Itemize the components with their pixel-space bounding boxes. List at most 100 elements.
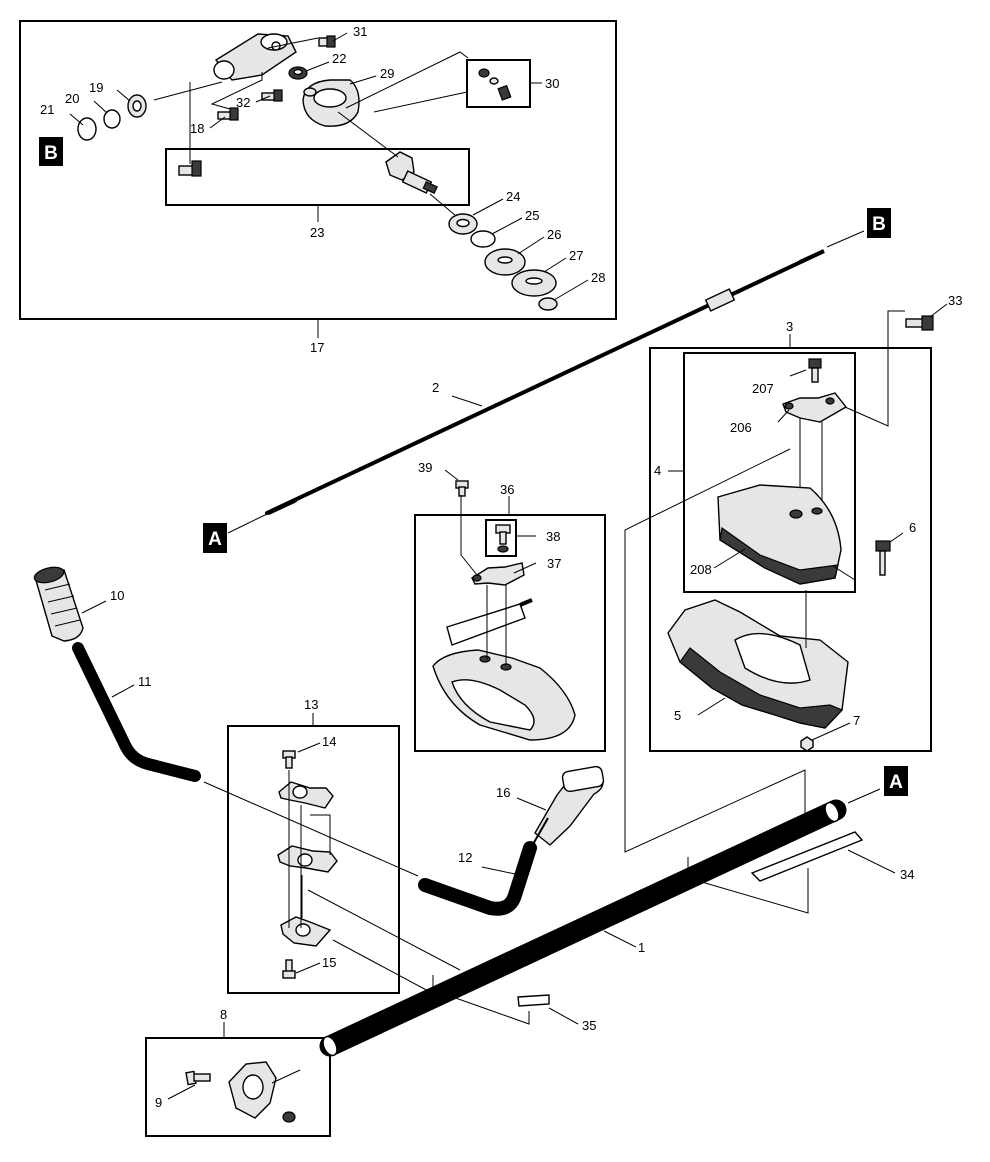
callout-33: 33 xyxy=(948,293,962,308)
auxiliary-guard xyxy=(432,649,576,741)
clamp-middle xyxy=(277,845,338,873)
bolt-23-left xyxy=(178,160,202,177)
handle-bar xyxy=(72,642,201,782)
protector-29 xyxy=(302,79,360,127)
callout-23: 23 xyxy=(310,225,324,240)
callout-8: 8 xyxy=(220,1007,227,1022)
callout-26: 26 xyxy=(547,227,561,242)
callout-7: 7 xyxy=(853,713,860,728)
callout-14: 14 xyxy=(322,734,336,749)
callout-27: 27 xyxy=(569,248,583,263)
callout-21: 21 xyxy=(40,102,54,117)
clamp-37 xyxy=(471,562,525,586)
bracket-206 xyxy=(782,392,848,423)
callout-28: 28 xyxy=(591,270,605,285)
callout-22: 22 xyxy=(332,51,346,66)
callout-15: 15 xyxy=(322,955,336,970)
callout-13: 13 xyxy=(304,697,318,712)
guard-208 xyxy=(717,484,842,585)
bolt-31 xyxy=(318,35,336,48)
sub-box-23-frame xyxy=(165,148,470,206)
callout-10: 10 xyxy=(110,588,124,603)
callout-19: 19 xyxy=(89,80,103,95)
callout-36: 36 xyxy=(500,482,514,497)
callout-5: 5 xyxy=(674,708,681,723)
throttle-handle xyxy=(531,765,605,847)
drive-shaft xyxy=(265,249,825,516)
guard-subassembly-frame xyxy=(683,352,856,593)
screw-38 xyxy=(495,524,511,553)
nut-7 xyxy=(800,736,814,752)
svg-text:A: A xyxy=(208,529,222,550)
callout-30: 30 xyxy=(545,76,559,91)
svg-text:A: A xyxy=(889,772,903,793)
ring-25 xyxy=(470,230,496,248)
svg-text:B: B xyxy=(44,143,58,164)
clamp-upper xyxy=(278,781,334,809)
hanger-assembly-frame xyxy=(145,1037,331,1137)
callout-1: 1 xyxy=(638,940,645,955)
callout-207: 207 xyxy=(752,381,774,396)
auxiliary-guard-frame xyxy=(414,514,606,752)
screw-14 xyxy=(282,750,296,769)
callout-labels: 1 2 3 4 5 6 7 8 9 10 11 12 13 14 15 16 1… xyxy=(40,24,962,1110)
callout-12: 12 xyxy=(458,850,472,865)
bolt-9 xyxy=(185,1070,211,1086)
parts-30 xyxy=(478,68,512,101)
callout-2: 2 xyxy=(432,380,439,395)
callout-20: 20 xyxy=(65,91,79,106)
nut-28 xyxy=(538,297,558,311)
callout-38: 38 xyxy=(546,529,560,544)
marker-a-left: A xyxy=(203,523,227,553)
bolt-18 xyxy=(217,107,239,121)
hanger-bracket xyxy=(228,1061,277,1119)
callout-31: 31 xyxy=(353,24,367,39)
callout-29: 29 xyxy=(380,66,394,81)
callout-4: 4 xyxy=(654,463,661,478)
ring-20 xyxy=(103,109,121,129)
callout-16: 16 xyxy=(496,785,510,800)
callout-35: 35 xyxy=(582,1018,596,1033)
label-strip xyxy=(750,831,864,882)
snap-ring-21 xyxy=(77,117,97,141)
callout-39: 39 xyxy=(418,460,432,475)
bolt-32 xyxy=(261,89,283,102)
screw-207 xyxy=(808,358,822,383)
sub-box-30-frame xyxy=(466,59,531,108)
callout-9: 9 xyxy=(155,1095,162,1110)
screw-33 xyxy=(905,315,934,331)
callout-17: 17 xyxy=(310,340,324,355)
guard-5 xyxy=(667,599,849,729)
clamp-lower xyxy=(280,916,332,947)
callout-208: 208 xyxy=(690,562,712,577)
marker-b-left: B xyxy=(39,137,63,166)
callout-34: 34 xyxy=(900,867,914,882)
grip xyxy=(33,566,84,642)
screw-39 xyxy=(455,480,469,497)
svg-text:B: B xyxy=(872,214,886,235)
marker-b-right: B xyxy=(867,208,891,238)
washer-26 xyxy=(484,248,526,276)
marker-a-right: A xyxy=(884,766,908,796)
callout-11: 11 xyxy=(138,674,152,689)
leader-lines xyxy=(69,32,948,1100)
callout-18: 18 xyxy=(190,121,204,136)
label-tag xyxy=(517,994,550,1007)
main-pipe xyxy=(319,799,847,1057)
callout-37: 37 xyxy=(547,556,561,571)
spindle-23 xyxy=(385,151,438,195)
callout-3: 3 xyxy=(786,319,793,334)
washer-24 xyxy=(448,213,478,235)
nut-hanger xyxy=(282,1111,296,1123)
screw-6 xyxy=(875,540,891,576)
callout-6: 6 xyxy=(909,520,916,535)
callout-25: 25 xyxy=(525,208,539,223)
shaft-stub xyxy=(446,598,533,646)
bearing-19 xyxy=(127,94,147,118)
handle-bar-right xyxy=(418,841,537,916)
callout-32: 32 xyxy=(236,95,250,110)
callout-206: 206 xyxy=(730,420,752,435)
screw-15 xyxy=(282,959,296,979)
washer-22 xyxy=(288,66,308,80)
